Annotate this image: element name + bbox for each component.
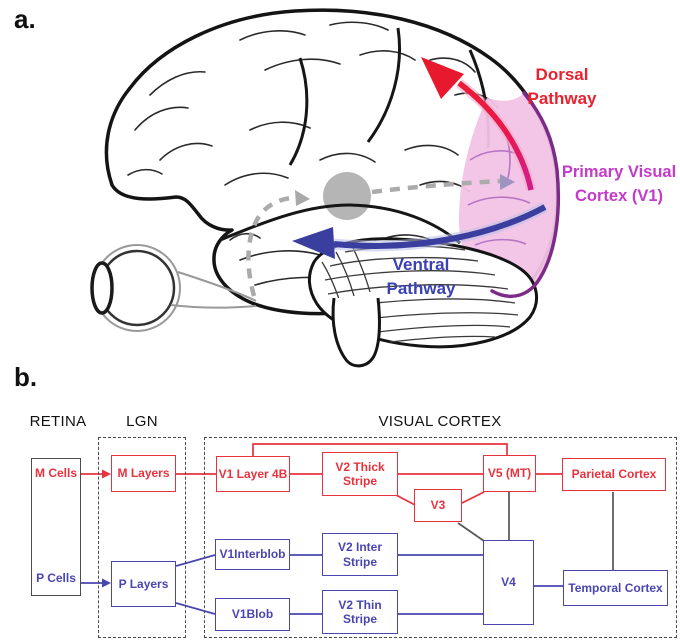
box-m-layers: M Layers bbox=[111, 455, 176, 492]
v1-region bbox=[458, 93, 559, 297]
box-v1-layer-4b: V1 Layer 4B bbox=[216, 456, 290, 492]
box-v4: V4 bbox=[483, 540, 534, 625]
link-v2thick-v3 bbox=[395, 494, 416, 506]
sylvian-fissure bbox=[219, 203, 461, 245]
dorsal-pathway-label: Dorsal Pathway bbox=[527, 65, 597, 108]
box-temporal-cortex: Temporal Cortex bbox=[563, 570, 668, 606]
mcells-arrowhead bbox=[102, 469, 111, 479]
link-v1layer4b-v5mt-top bbox=[252, 443, 508, 456]
box-p-layers: P Layers bbox=[111, 561, 176, 607]
ventral-pathway-arrow bbox=[292, 202, 548, 259]
visual-cortex-header: VISUAL CORTEX bbox=[378, 413, 502, 430]
p-cells-label: P Cells bbox=[36, 571, 76, 585]
optic-nerve bbox=[170, 271, 257, 309]
box-v2-inter-stripe: V2 Inter Stripe bbox=[322, 533, 398, 576]
panel-b-label: b. bbox=[14, 362, 38, 392]
retina-header: RETINA bbox=[29, 413, 87, 430]
lgn-dashed-box bbox=[98, 437, 186, 638]
v1-region-outline bbox=[490, 91, 561, 298]
pcells-arrowhead bbox=[102, 578, 111, 588]
box-v3: V3 bbox=[414, 489, 462, 522]
box-v5-mt: V5 (MT) bbox=[483, 455, 536, 492]
box-v2-thick-stripe: V2 Thick Stripe bbox=[322, 452, 398, 496]
box-v1-interblob: V1Interblob bbox=[215, 539, 290, 570]
dorsal-pathway-arrow bbox=[421, 57, 536, 192]
primary-visual-cortex-label: Primary Visual Cortex (V1) bbox=[561, 163, 677, 205]
brainstem bbox=[331, 297, 381, 368]
link-players-v1blob bbox=[175, 602, 216, 615]
retina-box: M Cells P Cells bbox=[31, 458, 81, 596]
ventral-pathway-label: Ventral Pathway bbox=[386, 255, 456, 298]
eye bbox=[90, 244, 181, 332]
m-cells-label: M Cells bbox=[34, 466, 77, 480]
link-v3-v5mt bbox=[461, 491, 485, 504]
panel-a-label: a. bbox=[14, 4, 36, 34]
gray-arrowhead bbox=[295, 190, 310, 206]
link-players-v1interblob bbox=[175, 554, 216, 567]
lgn-header: LGN bbox=[126, 413, 158, 430]
box-v1-blob: V1Blob bbox=[215, 598, 290, 631]
cross-connectors bbox=[457, 492, 614, 570]
box-parietal-cortex: Parietal Cortex bbox=[562, 458, 666, 491]
visual-cortex-dashed-box bbox=[204, 437, 677, 638]
purple-gray-arrowhead bbox=[500, 174, 515, 190]
link-v3-v4 bbox=[457, 522, 485, 542]
box-v2-thin-stripe: V2 Thin Stripe bbox=[322, 590, 398, 634]
lgn-gray-circle bbox=[323, 172, 371, 220]
parvo-connectors bbox=[81, 554, 563, 615]
brain-drawing bbox=[90, 8, 561, 368]
magno-connectors bbox=[81, 443, 562, 506]
subcortical-pathway bbox=[246, 174, 515, 297]
